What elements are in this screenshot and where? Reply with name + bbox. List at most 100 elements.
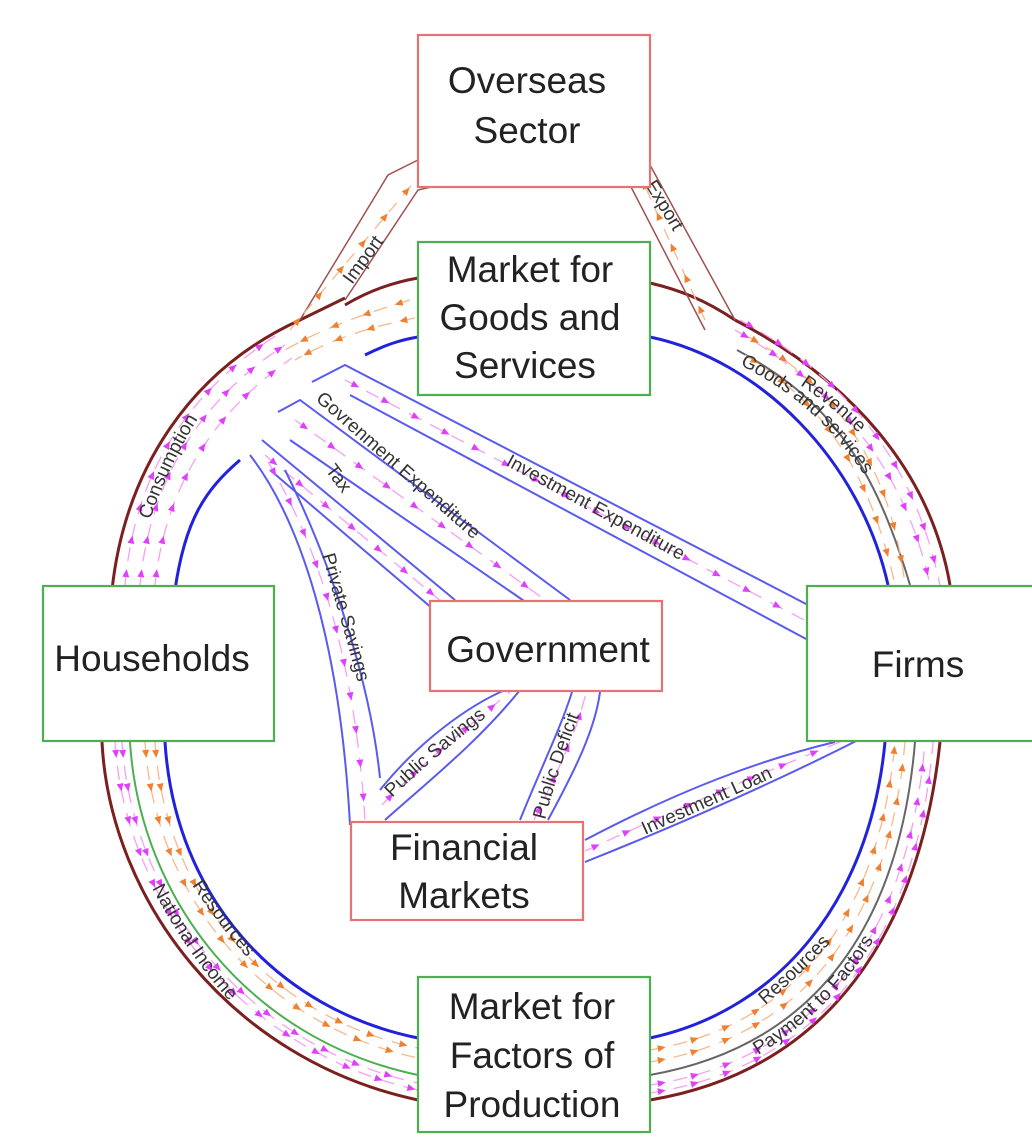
flow-arrowhead xyxy=(350,380,360,388)
flow-label-investment-loan: Investment Loan xyxy=(638,763,775,840)
flow-arrowhead xyxy=(772,601,782,608)
flow-arrowhead xyxy=(804,375,813,384)
flow-arrowhead xyxy=(366,1030,375,1037)
flow-arrowhead xyxy=(147,471,155,480)
flow-arrowhead xyxy=(890,745,898,755)
flow-arrowhead xyxy=(774,338,783,347)
flow-arrowhead xyxy=(465,540,474,549)
outer-ring-bottom-right xyxy=(649,741,942,1102)
flow-arrowhead xyxy=(171,908,180,917)
node-firms: Firms xyxy=(805,584,1032,743)
flow-arrowhead xyxy=(123,783,131,792)
flow-arrowhead xyxy=(311,1047,320,1055)
flow-arrowhead xyxy=(652,816,662,823)
flow-arrowhead xyxy=(382,481,391,489)
flow-arrowhead xyxy=(354,461,364,470)
flow-arrowhead xyxy=(304,1000,314,1008)
flow-arrowhead xyxy=(828,400,836,410)
flow-arrowhead xyxy=(134,847,142,857)
flow-arrowhead xyxy=(888,906,895,916)
flow-arrowhead xyxy=(854,966,862,975)
flow-arrowhead xyxy=(162,441,170,450)
flow-arrowhead xyxy=(859,483,866,493)
divider-resources-payment xyxy=(649,741,916,1076)
flow-arrowhead xyxy=(262,1008,272,1017)
outer-ring-right xyxy=(734,318,952,586)
flow-arrowhead xyxy=(285,497,292,506)
govexp-channel xyxy=(277,398,571,606)
flow-arrowhead xyxy=(398,1040,408,1048)
flow-arrowhead xyxy=(548,774,556,784)
flow-arrowhead xyxy=(137,569,145,578)
flow-arrowhead xyxy=(651,538,661,545)
flow-arrowhead xyxy=(155,878,163,888)
flow-arrowhead xyxy=(827,953,835,962)
flow-arrowhead xyxy=(715,789,725,796)
flow-arrowhead xyxy=(380,396,390,404)
inner-channels xyxy=(249,363,869,863)
flow-arrowhead xyxy=(383,1070,393,1078)
tax-channel xyxy=(261,439,456,616)
node-financial-markets: Financial Markets xyxy=(349,820,585,922)
node-label-line: Markets xyxy=(398,875,530,916)
flow-arrowhead xyxy=(690,1072,699,1080)
flow-arrowhead xyxy=(212,962,221,971)
flow-arrowhead xyxy=(351,1059,360,1066)
flow-arrowhead xyxy=(869,925,877,935)
flow-arrowhead xyxy=(866,443,874,452)
flow-arrowhead xyxy=(163,471,171,481)
flow-arrowhead xyxy=(750,335,759,343)
flow-arrowhead xyxy=(900,502,907,512)
outer-ring-top-right xyxy=(649,281,736,322)
flow-arrowhead xyxy=(843,453,851,463)
flow-arrowhead xyxy=(142,535,150,545)
flow-arrowhead xyxy=(331,625,339,634)
flow-arrowhead xyxy=(884,471,892,481)
invexp-channel xyxy=(311,363,809,641)
flow-arrowhead xyxy=(281,1029,291,1037)
flow-arrowhead xyxy=(752,1056,762,1064)
flow-arrowhead xyxy=(781,1029,790,1037)
flow-arrowhead xyxy=(127,535,135,545)
flow-arrowhead xyxy=(824,937,832,947)
flow-arrowhead xyxy=(531,475,540,482)
flow-arrowhead xyxy=(409,770,418,779)
flow-arrowhead xyxy=(831,982,840,992)
flow-arrowhead xyxy=(394,298,404,306)
investment-loan-channel xyxy=(584,734,869,863)
flow-arrowhead xyxy=(912,534,920,543)
node-government: Government xyxy=(428,599,664,693)
flow-arrowhead xyxy=(689,1049,699,1056)
inner-ring-bottom-left xyxy=(163,741,419,1040)
flow-arrowhead xyxy=(846,924,854,934)
flow-arrowhead xyxy=(865,457,872,467)
flow-arrowhead xyxy=(409,501,419,509)
flow-arrowhead xyxy=(898,763,906,772)
flow-arrowhead xyxy=(777,376,786,384)
flow-arrowhead xyxy=(869,845,877,855)
flow-arrowhead xyxy=(124,815,132,825)
flow-arrowhead xyxy=(689,1037,699,1044)
flow-arrowhead xyxy=(399,566,409,574)
flow-arrowhead xyxy=(156,783,164,792)
flow-arrowhead xyxy=(299,528,306,538)
flow-arrowhead xyxy=(872,937,880,946)
node-label-line: Households xyxy=(54,638,249,679)
flow-arrowhead xyxy=(151,503,159,512)
flow-arrowhead xyxy=(827,380,836,389)
flow-arrowhead xyxy=(591,506,601,514)
flow-arrowhead xyxy=(359,793,367,802)
flow-arrowhead xyxy=(346,691,354,701)
flow-arrowhead xyxy=(657,1088,666,1096)
flow-arrowhead xyxy=(218,416,227,425)
private-savings-channel xyxy=(249,454,381,826)
flow-arrowhead xyxy=(470,443,480,451)
flow-arrowhead xyxy=(779,1002,788,1011)
node-label-line: Financial xyxy=(390,827,538,868)
node-label-line: Government xyxy=(446,629,650,670)
flow-arrowhead xyxy=(874,862,882,872)
divider-resources-income xyxy=(129,741,419,1076)
flow-arrowhead xyxy=(778,988,787,997)
flow-arrowhead xyxy=(501,459,510,467)
